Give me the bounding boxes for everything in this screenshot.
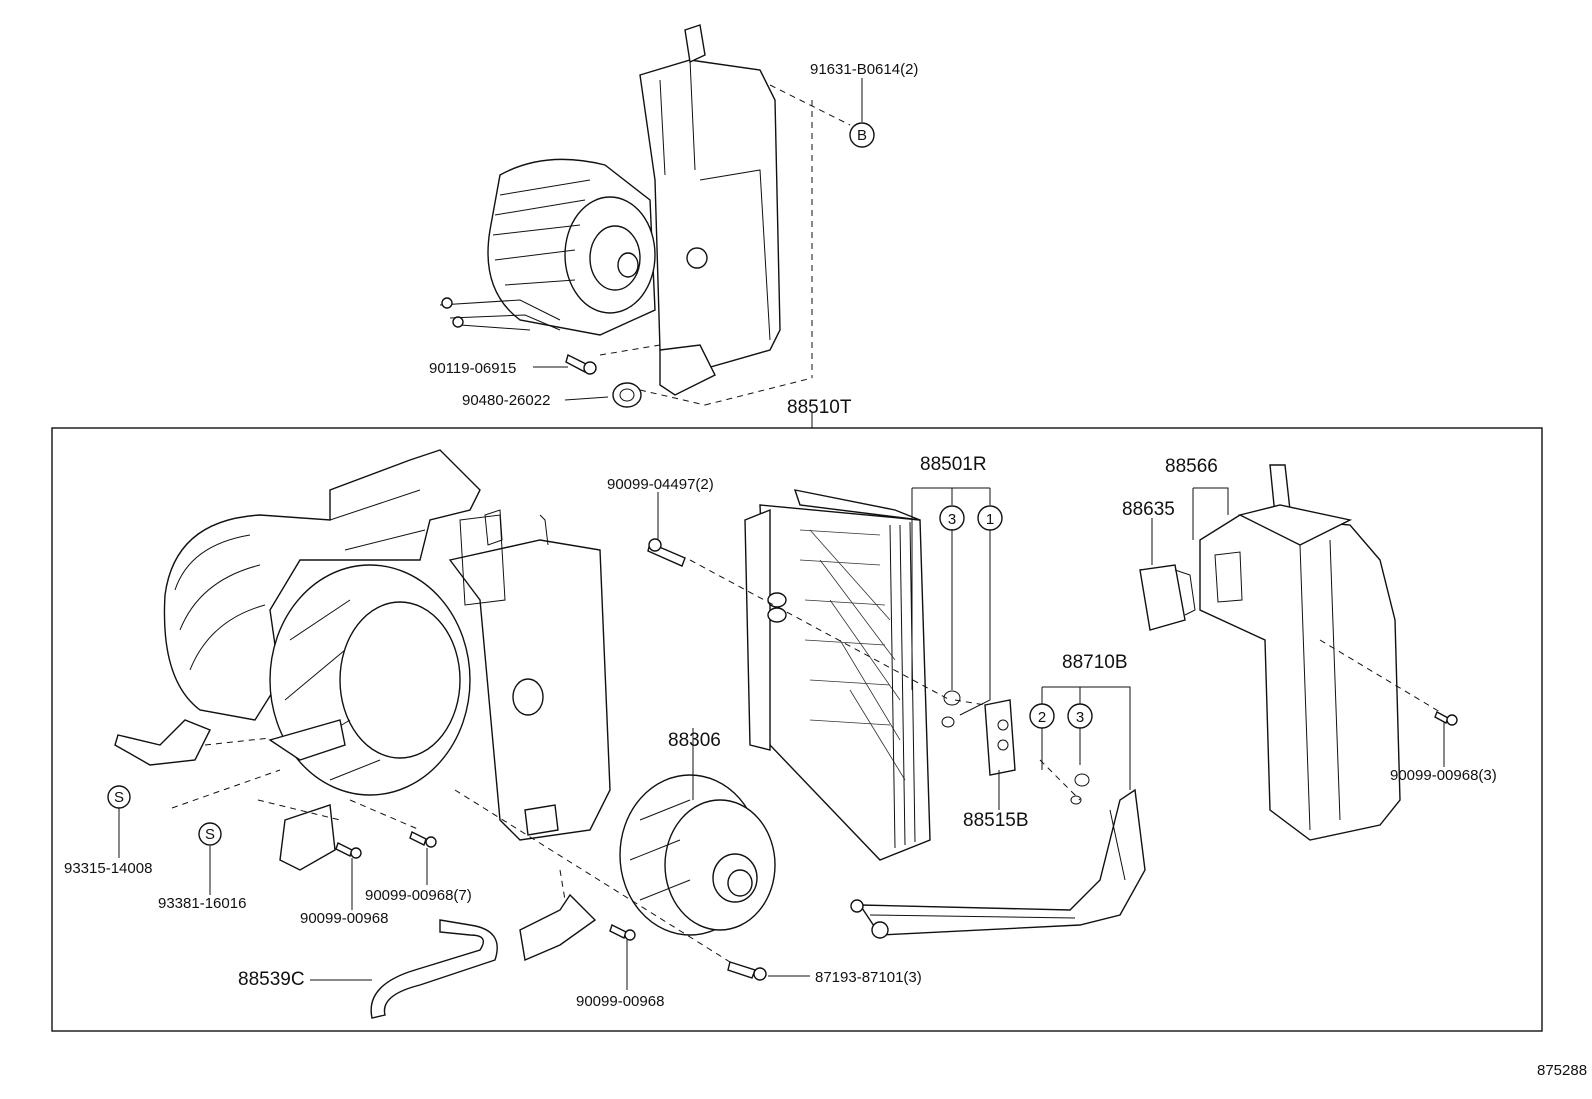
label-90099-00968-c: 90099-00968 — [576, 993, 664, 1010]
callout-pipe-3-circle — [1067, 703, 1093, 729]
label-90099-04497: 90099-04497(2) — [607, 476, 714, 493]
top-assembly-drawing — [439, 24, 781, 396]
label-90099-00968-3: 90099-00968(3) — [1390, 767, 1497, 784]
label-90099-00968-a: 90099-00968 — [300, 910, 388, 927]
figure-id: 875288 — [1537, 1062, 1587, 1079]
o-ring-2-drawing — [941, 716, 955, 728]
callout-pipe-3: 3 — [1076, 709, 1084, 726]
callout-pipe-2: 2 — [1038, 709, 1046, 726]
callout-s2: S — [205, 826, 215, 843]
grommet-90480-drawing — [612, 382, 642, 408]
expansion-valve-88515b-drawing — [984, 699, 1016, 776]
label-88539c: 88539C — [238, 969, 305, 990]
callout-evap-3-circle — [939, 505, 965, 531]
callout-evap-1: 1 — [986, 511, 994, 528]
callout-evap-3: 3 — [948, 511, 956, 528]
callout-b: B — [857, 127, 867, 144]
label-93315-14008: 93315-14008 — [64, 860, 152, 877]
blower-motor-88306-drawing — [619, 774, 776, 936]
callout-evap-1-circle — [977, 505, 1003, 531]
pipe-88710b-drawing — [850, 788, 1146, 939]
label-91631-b0614: 91631-B0614(2) — [810, 61, 918, 78]
label-90480-26022: 90480-26022 — [462, 392, 550, 409]
exploded-dashed-lines — [171, 559, 1441, 963]
evaporator-88501r-drawing — [744, 489, 931, 861]
label-88635: 88635 — [1122, 499, 1175, 520]
label-88510t: 88510T — [787, 397, 852, 418]
bracket-clip-left-drawing — [114, 719, 211, 766]
callout-s1: S — [114, 789, 124, 806]
label-88306: 88306 — [668, 730, 721, 751]
o-ring-1-drawing — [943, 690, 961, 706]
label-88501r: 88501R — [920, 454, 987, 475]
label-93381-16016: 93381-16016 — [158, 895, 246, 912]
screw-drawings — [335, 538, 1458, 981]
exploded-view-frame — [51, 427, 1543, 1032]
hose-88539c-drawing — [370, 919, 498, 1019]
o-ring-4-drawing — [1070, 795, 1082, 805]
top-assembly-leaders — [533, 78, 863, 428]
resistor-88635-drawing — [1139, 564, 1196, 631]
bracket-center-drawing — [279, 804, 336, 871]
callout-s1-circle — [107, 785, 131, 809]
screw-90119-drawing — [565, 353, 597, 375]
bracket-lower-drawing — [519, 893, 597, 961]
label-90099-00968-7: 90099-00968(7) — [365, 887, 472, 904]
label-87193-87101: 87193-87101(3) — [815, 969, 922, 986]
case-duct-88566-drawing — [1199, 464, 1401, 841]
label-88515b: 88515B — [963, 810, 1029, 831]
label-90119-06915: 90119-06915 — [429, 360, 516, 377]
callout-pipe-2-circle — [1029, 703, 1055, 729]
callout-b-circle — [849, 122, 875, 148]
o-ring-3-drawing — [1074, 773, 1090, 787]
blower-case-drawing — [163, 449, 611, 841]
exploded-leader-lines — [118, 487, 1445, 990]
label-88566: 88566 — [1165, 456, 1218, 477]
label-88710b: 88710B — [1062, 652, 1128, 673]
callout-s2-circle — [198, 822, 222, 846]
